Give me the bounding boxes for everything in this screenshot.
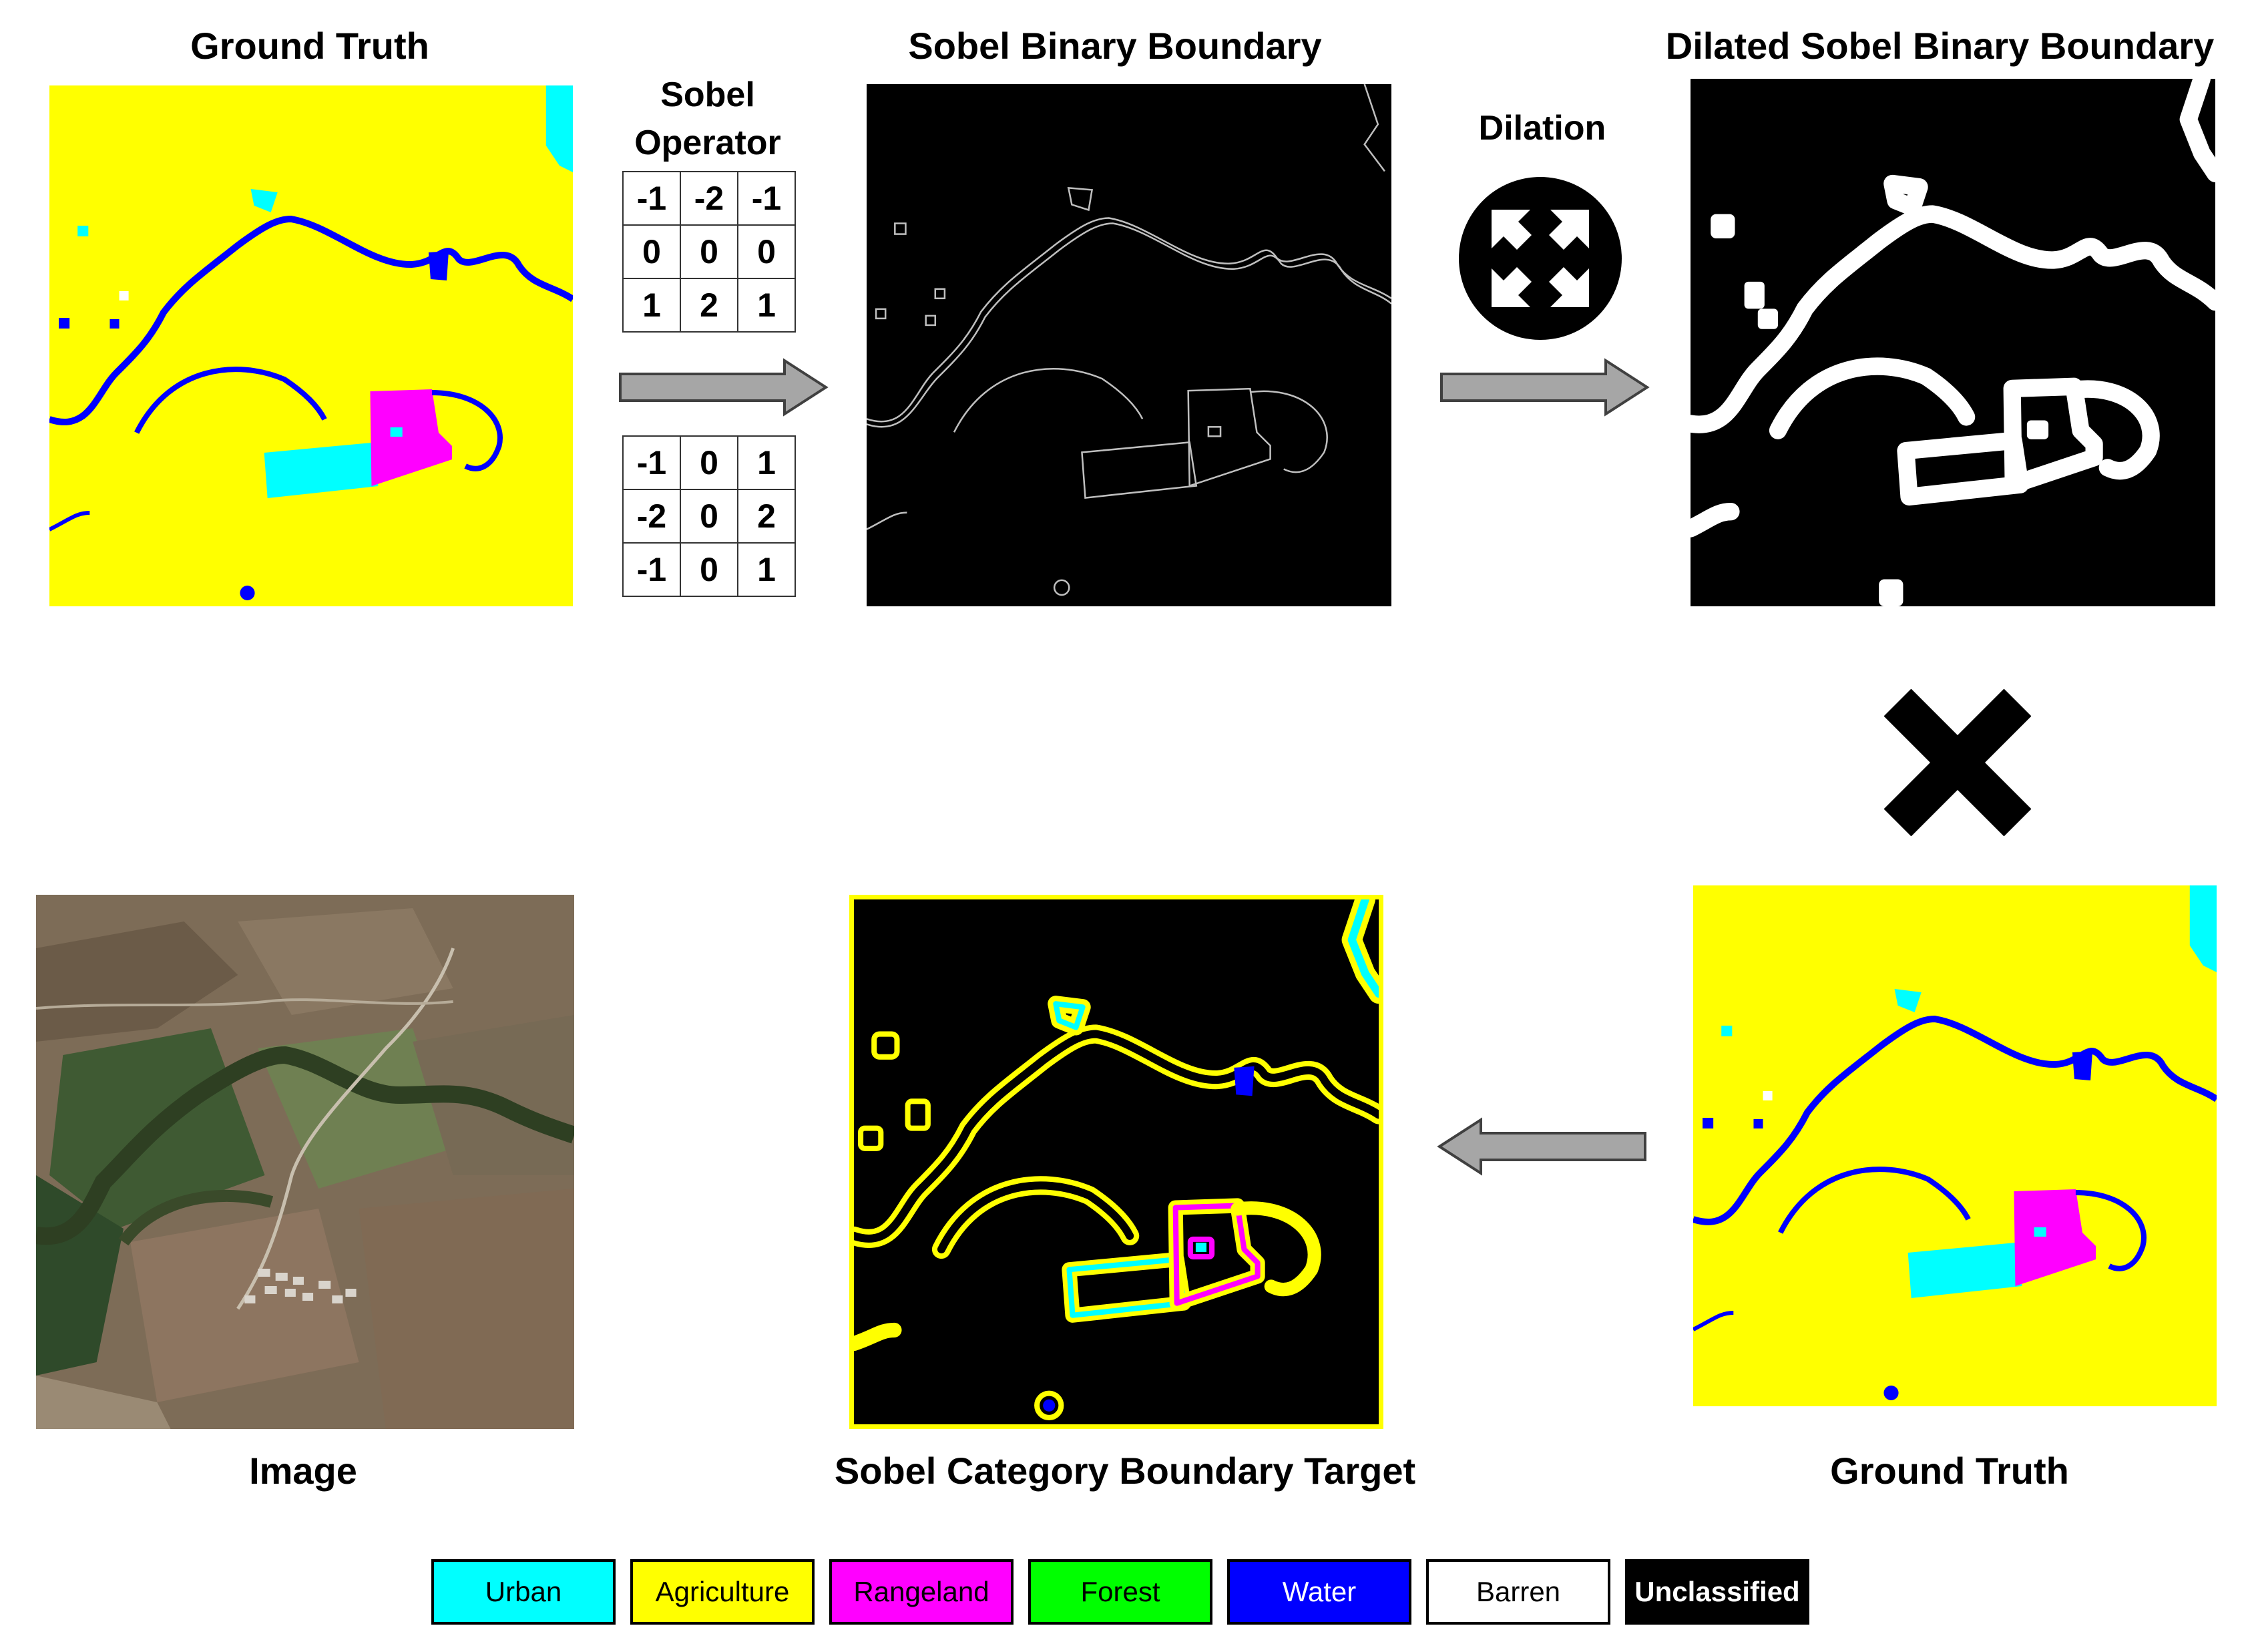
kernel-cell: 0 [680, 224, 738, 279]
legend-item-water: Water [1227, 1559, 1411, 1625]
legend-item-urban: Urban [431, 1559, 616, 1625]
kernel-cell: 1 [622, 278, 681, 333]
kernel-cell: 2 [680, 278, 738, 333]
kernel-cell: 1 [737, 542, 796, 597]
legend-item-unclassified: Unclassified [1625, 1559, 1809, 1625]
right-arrow-icon [1440, 358, 1650, 417]
kernel-cell: -1 [622, 435, 681, 490]
legend-label: Urban [485, 1576, 562, 1607]
kernel-cell: -1 [622, 542, 681, 597]
kernel-cell: 1 [737, 435, 796, 490]
legend-item-forest: Forest [1028, 1559, 1212, 1625]
kernel-cell: 0 [622, 224, 681, 279]
sobel-label-line2: Operator [634, 124, 781, 162]
legend-label: Barren [1476, 1576, 1561, 1607]
kernel-cell: -1 [737, 171, 796, 226]
kernel-cell: 0 [737, 224, 796, 279]
legend-label: Rangeland [853, 1576, 989, 1607]
category-target-title: Sobel Category Boundary Target [834, 1450, 1416, 1492]
kernel-cell: 0 [680, 542, 738, 597]
multiply-x-icon [1884, 689, 2031, 836]
ground-truth-top-title: Ground Truth [190, 25, 429, 67]
expand-arrows-icon [1459, 177, 1622, 340]
sobel-binary-boundary-map [867, 84, 1391, 606]
kernel-cell: -1 [622, 171, 681, 226]
ground-truth-map-bottom [1693, 885, 2217, 1406]
legend-label: Forest [1080, 1576, 1160, 1607]
legend-item-barren: Barren [1426, 1559, 1610, 1625]
image-title: Image [249, 1450, 357, 1492]
kernel-cell: 1 [737, 278, 796, 333]
dilated-boundary-map [1691, 79, 2215, 606]
ground-truth-map-top [49, 85, 573, 606]
category-boundary-target-map [849, 895, 1383, 1429]
dilation-label: Dilation [1478, 109, 1606, 148]
kernel-cell: 0 [680, 435, 738, 490]
legend-label: Water [1282, 1576, 1357, 1607]
kernel-cell: 0 [680, 489, 738, 544]
kernel-cell: -2 [680, 171, 738, 226]
kernel-cell: 2 [737, 489, 796, 544]
legend-item-agriculture: Agriculture [630, 1559, 815, 1625]
satellite-image [36, 895, 574, 1429]
legend-label: Unclassified [1634, 1576, 1800, 1607]
sobel-label-line1: Sobel [660, 75, 755, 114]
kernel-cell: -2 [622, 489, 681, 544]
legend-item-rangeland: Rangeland [829, 1559, 1014, 1625]
left-arrow-icon [1437, 1117, 1646, 1176]
sobel-binary-boundary-title: Sobel Binary Boundary [908, 25, 1322, 67]
ground-truth-bottom-title: Ground Truth [1830, 1450, 2069, 1492]
right-arrow-icon [619, 358, 829, 417]
legend-label: Agriculture [655, 1576, 790, 1607]
dilated-boundary-title: Dilated Sobel Binary Boundary [1665, 25, 2215, 67]
